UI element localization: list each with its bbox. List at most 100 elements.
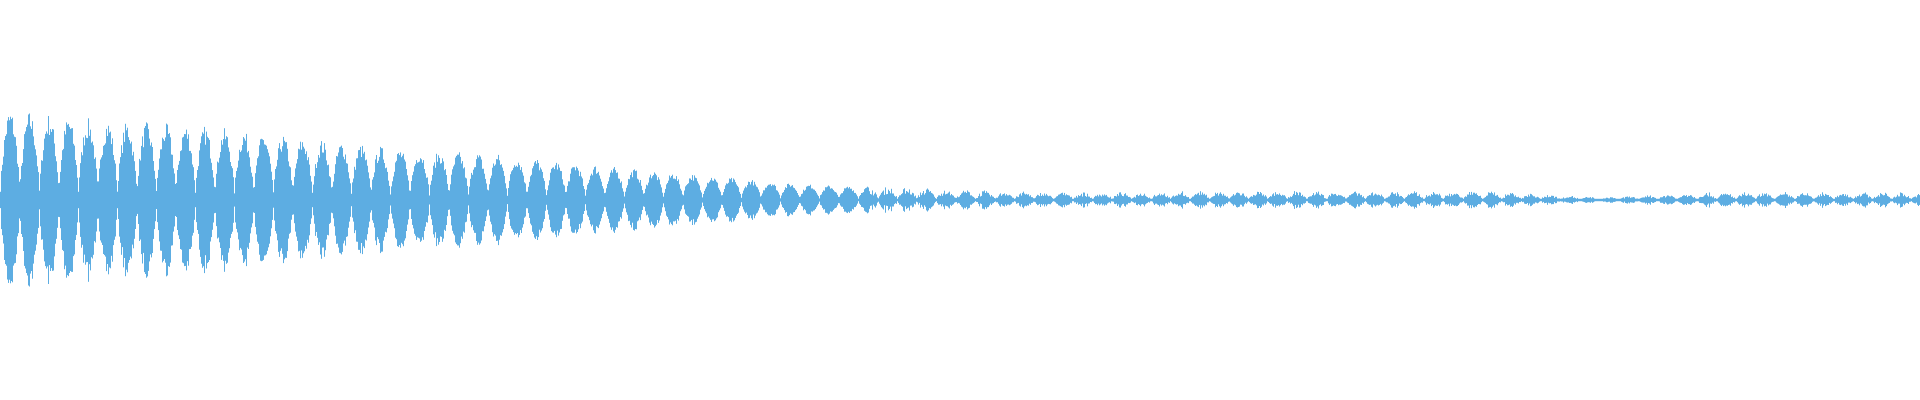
waveform-column [1710, 196, 1711, 204]
waveform-column [1889, 197, 1890, 203]
waveform-column [1580, 198, 1581, 202]
waveform-column [523, 175, 524, 225]
waveform-column [1894, 196, 1895, 204]
waveform-column [751, 181, 752, 219]
waveform-column [2, 164, 3, 236]
waveform-column [1593, 197, 1594, 203]
waveform-column [392, 181, 393, 219]
waveform-column [175, 184, 176, 216]
waveform-column [989, 194, 990, 206]
waveform-column [266, 145, 267, 255]
waveform-column [520, 169, 521, 231]
waveform-column [215, 187, 216, 213]
waveform-column [668, 180, 669, 220]
waveform-column [907, 191, 908, 209]
waveform-column [1295, 195, 1296, 205]
waveform-column [464, 167, 465, 233]
waveform-column [81, 152, 82, 248]
waveform-column [765, 187, 766, 213]
waveform-column [1643, 197, 1644, 203]
waveform-column [1001, 195, 1002, 205]
waveform-column [1103, 195, 1104, 205]
waveform-column [1877, 196, 1878, 204]
waveform-column [1387, 197, 1388, 203]
waveform-column [1119, 192, 1120, 208]
waveform-column [1243, 193, 1244, 207]
waveform-column [1478, 196, 1479, 204]
waveform-column [1837, 195, 1838, 205]
waveform-column [6, 134, 7, 266]
waveform-column [912, 192, 913, 208]
waveform-column [120, 157, 121, 243]
waveform-column [204, 126, 205, 274]
waveform-column [1388, 196, 1389, 204]
waveform-column [154, 170, 155, 230]
waveform-column [872, 190, 873, 210]
waveform-column [842, 193, 843, 207]
waveform-column [1864, 193, 1865, 207]
waveform-column [1559, 198, 1560, 202]
waveform-column [1489, 192, 1490, 208]
waveform-column [944, 190, 945, 210]
waveform-column [878, 198, 879, 202]
waveform-column [7, 120, 8, 280]
waveform-column [1465, 196, 1466, 204]
waveform-column [214, 186, 215, 214]
waveform-column [538, 163, 539, 238]
waveform-column [715, 179, 716, 221]
waveform-column [1733, 198, 1734, 202]
waveform-column [1762, 193, 1763, 207]
waveform-column [234, 193, 235, 207]
waveform-column [866, 187, 867, 213]
waveform-column [635, 171, 636, 229]
waveform-column [580, 171, 581, 229]
waveform-column [376, 155, 377, 246]
waveform-column [939, 195, 940, 205]
waveform-column [543, 178, 544, 222]
waveform-column [539, 170, 540, 230]
waveform-column [128, 137, 129, 263]
waveform-column [1765, 194, 1766, 206]
waveform-column [726, 183, 727, 217]
waveform-column [1055, 197, 1056, 203]
waveform-column [1461, 197, 1462, 203]
waveform-column [379, 156, 380, 243]
waveform-column [435, 167, 436, 233]
waveform-column [529, 181, 530, 218]
waveform-column [1100, 195, 1101, 205]
waveform-column [282, 146, 283, 254]
waveform-column [415, 164, 416, 236]
waveform-column [1610, 197, 1611, 203]
waveform-column [1752, 196, 1753, 204]
waveform-column [728, 182, 729, 218]
waveform-column [1035, 197, 1036, 203]
waveform-column [1539, 198, 1540, 202]
waveform-column [1323, 195, 1324, 205]
waveform-column [683, 195, 684, 205]
waveform-column [162, 137, 163, 263]
waveform-column [1620, 198, 1621, 202]
waveform-column [410, 190, 411, 210]
waveform-column [1137, 194, 1138, 206]
waveform-column [334, 173, 335, 227]
waveform-column [801, 194, 802, 206]
waveform-column [1803, 194, 1804, 206]
waveform-column [1224, 195, 1225, 205]
waveform-column [1533, 196, 1534, 204]
waveform-column [829, 186, 830, 214]
waveform-column [1081, 193, 1082, 207]
waveform-column [722, 195, 723, 205]
waveform-column [976, 198, 977, 202]
waveform-column [1479, 196, 1480, 205]
waveform-column [1875, 197, 1876, 203]
waveform-column [1057, 196, 1058, 204]
waveform-column [1658, 198, 1659, 202]
waveform-column [1503, 197, 1504, 203]
waveform-column [713, 180, 714, 220]
waveform-column [1067, 195, 1068, 205]
waveform-column [302, 142, 303, 258]
waveform-column [171, 154, 172, 246]
waveform-column [124, 141, 125, 258]
waveform-column [1238, 192, 1239, 207]
waveform-column [1619, 198, 1620, 202]
